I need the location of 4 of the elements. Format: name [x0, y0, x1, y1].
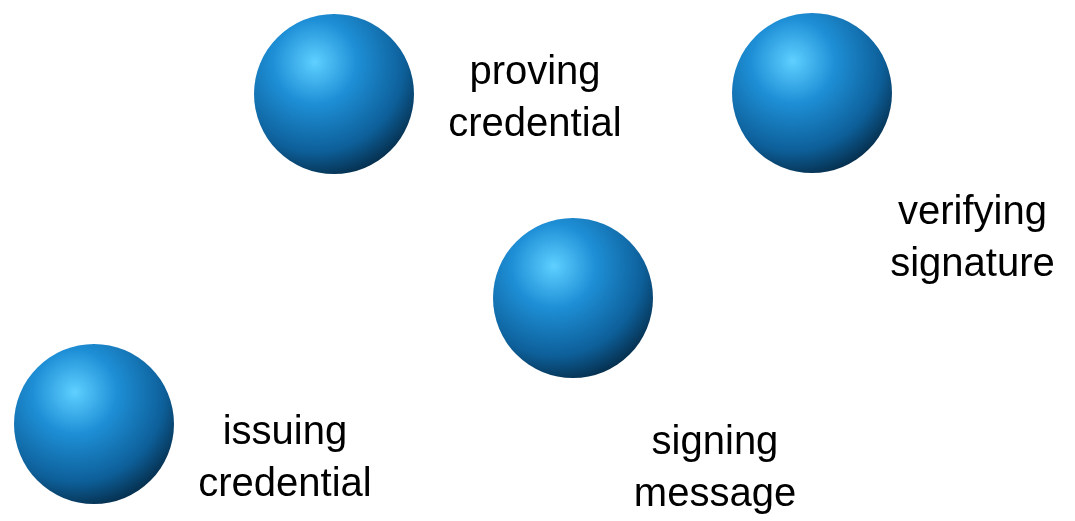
sphere-label: issuing credential: [197, 407, 373, 506]
sphere-label: signing message: [632, 417, 798, 516]
sphere-label: verifying signature: [889, 187, 1056, 286]
sphere-label: proving credential: [447, 47, 623, 146]
